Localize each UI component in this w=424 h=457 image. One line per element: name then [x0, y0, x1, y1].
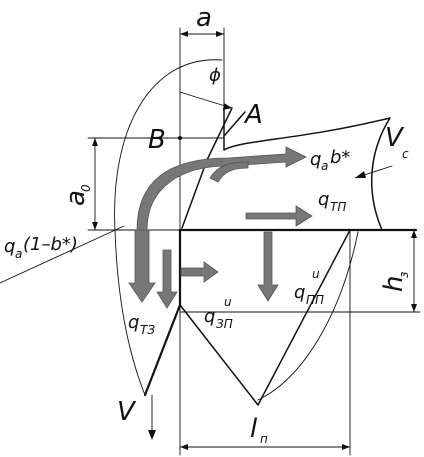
heat-flow-chip-branch: [209, 161, 249, 183]
svg-text:TЗ: TЗ: [140, 323, 155, 337]
heat-flow-qTP-arrow: [245, 205, 313, 227]
svg-text:q: q: [294, 282, 305, 303]
label-q3p: q ЗП u: [204, 295, 233, 331]
heat-flow-q3P-down-arrow: [156, 249, 178, 309]
dim-ln-arrow-right: [342, 444, 350, 450]
svg-text:q: q: [204, 306, 215, 327]
label-a: a: [196, 3, 212, 33]
label-a0: a 0: [61, 184, 93, 206]
svg-text:V: V: [385, 123, 405, 153]
svg-text:п: п: [260, 432, 268, 446]
svg-text:u: u: [224, 295, 232, 309]
heat-flow-qPP-arrow: [257, 231, 279, 302]
B-point: [178, 136, 182, 140]
dim-ln-arrow-left: [180, 444, 188, 450]
label-qtp: q TП: [318, 189, 346, 214]
svg-text:a: a: [321, 159, 328, 173]
label-qa1b: q a (1–b*): [4, 234, 78, 261]
tool-wear-land-line: [179, 229, 351, 406]
svg-text:u: u: [312, 267, 320, 281]
phi-arc-arrow: [223, 103, 232, 110]
svg-text:b*: b*: [330, 147, 350, 168]
svg-text:a: a: [15, 247, 22, 261]
label-ln: l п: [250, 414, 268, 446]
tool-flank-line: [143, 228, 182, 397]
svg-text:з: з: [397, 272, 411, 278]
label-qpp: q ПП u: [294, 267, 324, 307]
chip-upper-contour: [223, 107, 391, 231]
Vc-arrow-head: [355, 171, 366, 178]
heat-flow-qT3-arrow: [128, 229, 156, 303]
svg-text:a: a: [61, 190, 91, 206]
label-B: B: [148, 125, 166, 155]
label-V: V: [117, 397, 137, 427]
label-qt3: q TЗ: [128, 312, 155, 337]
dim-h3-arrow-bottom: [411, 304, 417, 312]
svg-text:q: q: [310, 149, 321, 170]
svg-text:q: q: [4, 236, 15, 257]
chip-line-A: [223, 111, 246, 137]
label-phi: ϕ: [209, 65, 221, 86]
dim-a-arrow-right: [216, 31, 224, 37]
label-h3: h з: [379, 272, 411, 292]
dim-a0-arrow-top: [92, 138, 98, 146]
heat-flow-main-curve: [136, 146, 307, 291]
svg-text:q: q: [128, 312, 139, 333]
svg-text:l: l: [250, 414, 258, 444]
label-Vc: V c: [385, 123, 409, 161]
svg-text:ЗП: ЗП: [216, 317, 233, 331]
svg-text:c: c: [402, 147, 409, 161]
svg-text:(1–b*): (1–b*): [23, 234, 78, 255]
dim-h3-arrow-top: [411, 230, 417, 238]
svg-text:h: h: [379, 276, 409, 292]
dim-a-arrow-left: [180, 31, 188, 37]
heat-flow-q3P-right-arrow: [180, 261, 219, 283]
svg-text:ПП: ПП: [306, 293, 324, 307]
tool-outline-curve: [114, 59, 223, 396]
V-arrow-head: [148, 430, 156, 440]
label-qab: q a b*: [310, 147, 350, 173]
lower-outline-curve: [257, 231, 359, 401]
svg-text:q: q: [318, 189, 329, 210]
label-A: A: [243, 100, 263, 130]
dim-a0-arrow-bottom: [92, 222, 98, 230]
svg-text:0: 0: [79, 184, 93, 192]
svg-text:TП: TП: [330, 200, 346, 214]
workpiece-surface-ext: [0, 225, 125, 284]
